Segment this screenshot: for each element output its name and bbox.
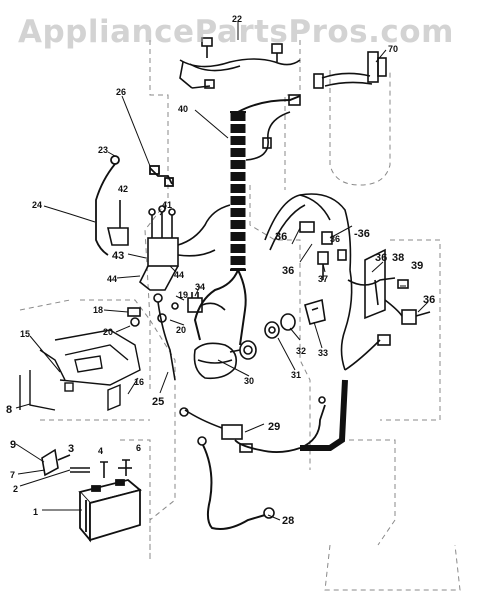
part-label: 4 xyxy=(98,446,103,456)
part-labels: 22 70 26 40 23 42 24 41 43 44 44 36 36 3… xyxy=(6,14,435,527)
part-label: 3 xyxy=(68,443,74,455)
part-label: 36 xyxy=(275,231,287,243)
part-label: -36 xyxy=(354,228,370,240)
part-label: 38 xyxy=(392,252,404,264)
part-label: 36 xyxy=(375,252,387,264)
part-label: 37 xyxy=(318,274,328,284)
right-harness-36 xyxy=(264,193,431,371)
part-label: 16 xyxy=(134,377,144,387)
part-label: 43 xyxy=(112,250,124,262)
part-label: 36 xyxy=(282,265,294,277)
part-label: 18 xyxy=(93,305,103,315)
part-label: 25 xyxy=(152,396,164,408)
part-label: 32 xyxy=(296,346,306,356)
bracket-42 xyxy=(106,200,129,246)
part-label: 7 xyxy=(10,470,15,480)
part-label: 28 xyxy=(282,515,294,527)
part-label: 22 xyxy=(232,14,242,24)
part-label: 44 xyxy=(174,270,184,280)
part-label: 39 xyxy=(411,260,423,272)
battery-hardware xyxy=(41,448,132,478)
terminals-18-20 xyxy=(127,293,179,381)
part-label: 6 xyxy=(136,443,141,453)
part-label: 9 xyxy=(10,439,16,451)
part-label: 33 xyxy=(318,348,328,358)
battery-cable-28 xyxy=(197,436,275,530)
part-label: 42 xyxy=(118,184,128,194)
cable-29 xyxy=(179,379,348,453)
part-label: 34 xyxy=(195,282,205,292)
part-label: 23 xyxy=(98,145,108,155)
part-label: 36 xyxy=(423,294,435,306)
dashboard-15 xyxy=(19,329,141,412)
part-label: 8 xyxy=(6,404,12,416)
part-label: 29 xyxy=(268,421,280,433)
mower-frame-outline xyxy=(19,40,461,591)
main-harness-40 xyxy=(193,94,301,346)
part-label: 24 xyxy=(32,200,42,210)
part-label: 15 xyxy=(20,329,30,339)
part-label: 26 xyxy=(116,87,126,97)
part-label: 2 xyxy=(13,484,18,494)
harness-22 xyxy=(179,37,301,89)
part-label: 31 xyxy=(291,370,301,380)
solenoid-43 xyxy=(138,204,231,291)
leader-lines xyxy=(15,22,429,521)
switch-34 xyxy=(187,292,226,313)
part-label: 19 xyxy=(178,290,188,300)
part-label: 40 xyxy=(178,104,188,114)
part-label: 70 xyxy=(388,44,398,54)
part-label: 1 xyxy=(33,507,38,517)
part-label: 36 xyxy=(330,234,340,244)
connector-70 xyxy=(313,51,387,89)
part-label: 20 xyxy=(103,327,113,337)
center-components xyxy=(193,251,329,380)
part-label: 44 xyxy=(107,274,117,284)
ground-wire-24 xyxy=(95,155,174,256)
part-label: 41 xyxy=(162,200,172,210)
battery-1 xyxy=(78,479,142,543)
part-label: 20 xyxy=(176,325,186,335)
part-label: 30 xyxy=(244,376,254,386)
